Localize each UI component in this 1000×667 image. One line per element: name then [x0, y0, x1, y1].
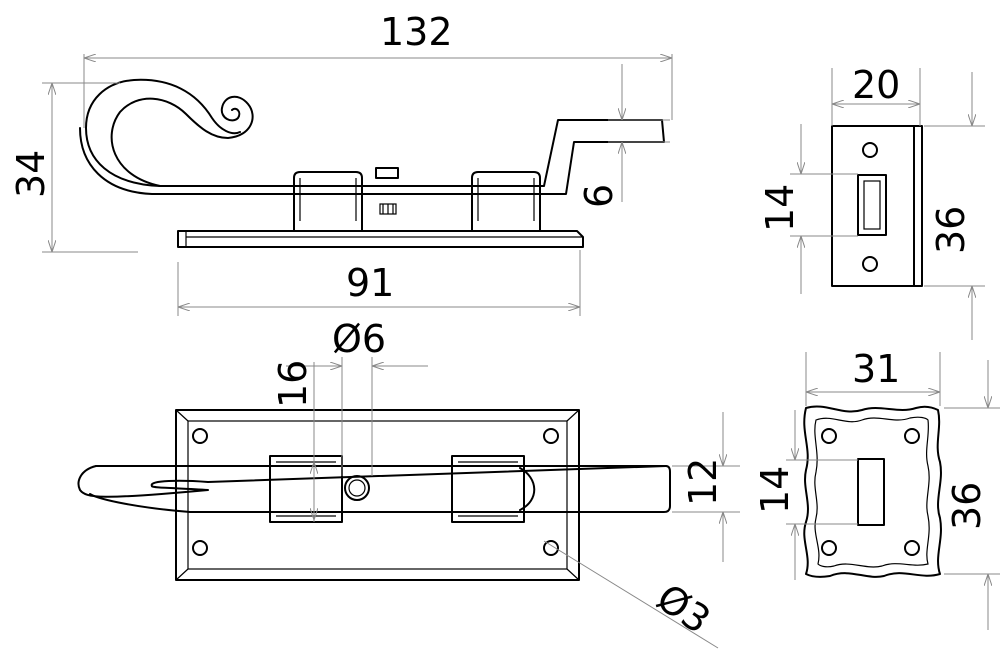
- dim-rect-keep-width-label: 31: [852, 347, 900, 391]
- dimension-rect-keep-hole-spacing: 14: [753, 410, 858, 580]
- front-staple-left: [269, 455, 343, 523]
- keep-side-view: [831, 125, 923, 287]
- dim-keep-height-label: 36: [929, 206, 973, 254]
- dim-knob-diameter-label: Ø6: [332, 317, 386, 361]
- dim-bolt-width-label: 12: [681, 458, 725, 506]
- staple-right: [471, 171, 541, 232]
- dimension-overall-length: 132: [83, 10, 673, 128]
- dimension-staple-width: 16: [271, 360, 315, 522]
- dim-overall-length-label: 132: [380, 10, 453, 54]
- dimension-keep-width: 20: [831, 63, 921, 126]
- dim-keep-hole-spacing-label: 14: [758, 184, 802, 232]
- front-base-plate: [175, 409, 580, 581]
- front-view-latch: [77, 409, 671, 581]
- base-plate: [177, 230, 584, 248]
- bolt-with-scroll: [79, 78, 665, 195]
- dimension-keep-height: 36: [924, 72, 985, 340]
- bolt-knob: [375, 167, 399, 215]
- dimension-plate-length: 91: [177, 250, 581, 316]
- side-view-latch: [79, 78, 665, 248]
- dim-bolt-thickness-label: 6: [577, 184, 621, 208]
- dim-keep-width-label: 20: [852, 63, 900, 107]
- dimension-keep-hole-spacing: 14: [758, 124, 858, 294]
- dimension-rect-keep-width: 31: [805, 347, 941, 406]
- front-staple-right: [451, 455, 525, 523]
- screw-holes: [192, 428, 559, 556]
- dim-screw-hole-diameter-label: Ø3: [649, 575, 719, 642]
- dimension-bolt-width: 12: [672, 412, 740, 562]
- dimension-knob-diameter: Ø6: [286, 317, 428, 476]
- front-knob: [344, 475, 370, 501]
- dimension-rect-keep-height: 36: [944, 360, 1000, 630]
- rectangular-keep: [803, 405, 942, 578]
- front-bolt: [77, 465, 671, 513]
- dimension-overall-height: 34: [9, 82, 138, 253]
- dim-rect-keep-hole-spacing-label: 14: [753, 466, 797, 514]
- dimension-screw-hole-diameter: Ø3: [543, 540, 719, 649]
- staple-left: [293, 171, 363, 232]
- dim-plate-length-label: 91: [346, 261, 394, 305]
- dim-overall-height-label: 34: [9, 150, 53, 198]
- dimension-bolt-thickness: 6: [577, 64, 670, 208]
- dim-rect-keep-height-label: 36: [945, 482, 989, 530]
- dim-staple-width-label: 16: [271, 360, 315, 408]
